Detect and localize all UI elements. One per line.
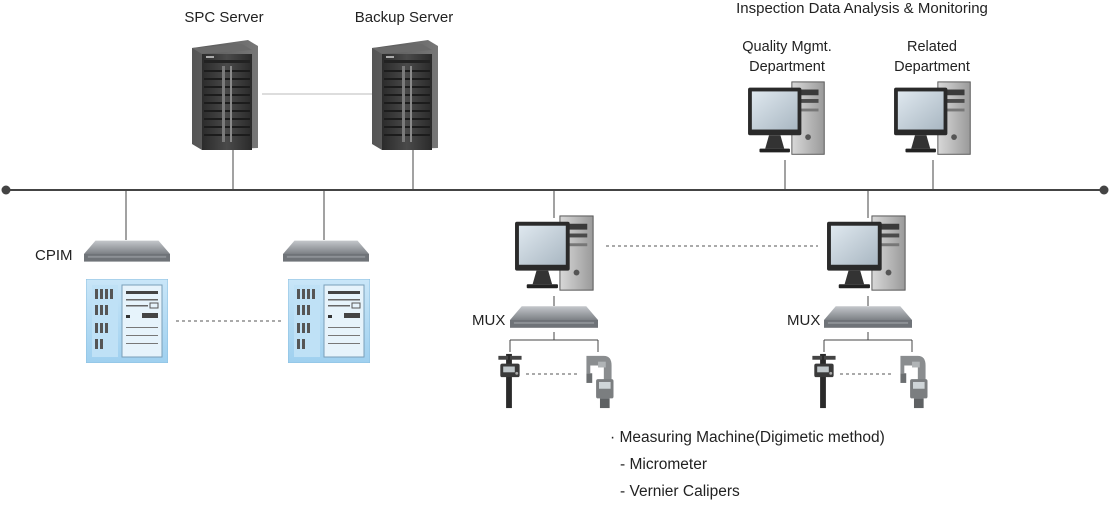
backup-server-label: Backup Server: [354, 9, 454, 26]
measuring-notes: · Measuring Machine(Digimetic method) - …: [610, 424, 885, 505]
cpim-switch-left-icon: [84, 240, 170, 262]
quality-dept-label-line2: Department: [749, 59, 825, 75]
mux-left-label: MUX: [472, 312, 506, 329]
spc-server-label: SPC Server: [184, 9, 264, 26]
backup-server-icon: [372, 40, 438, 150]
station-pc-left-icon: [514, 215, 594, 291]
quality-dept-pc-icon: [747, 81, 825, 155]
inspection-title: Inspection Data Analysis & Monitoring: [736, 0, 988, 17]
vernier-note: - Vernier Calipers: [620, 483, 740, 500]
related-dept-label-line1: Related: [907, 39, 957, 55]
cpim-cabinet-left-icon: [86, 279, 168, 363]
network-diagram: [1, 40, 1109, 409]
mux-right-icon: [824, 306, 912, 328]
micrometer-left-icon: [586, 355, 614, 409]
dashed-links: [176, 245, 892, 375]
related-dept-pc-icon: [893, 81, 971, 155]
related-dept-label-line2: Department: [894, 59, 970, 75]
quality-dept-label-line1: Quality Mgmt.: [742, 39, 832, 55]
cpim-label: CPIM: [35, 247, 73, 264]
measuring-machine-note: · Measuring Machine(Digimetic method): [610, 429, 885, 446]
spc-server-icon: [192, 40, 258, 150]
micrometer-note: - Micrometer: [620, 456, 707, 473]
cpim-cabinet-right-icon: [288, 279, 370, 363]
mux-right-label: MUX: [787, 312, 821, 329]
vernier-caliper-right-icon: [812, 353, 836, 409]
network-bus: [1, 185, 1109, 195]
connection-lines: [125, 93, 934, 352]
station-pc-right-icon: [826, 215, 906, 291]
micrometer-right-icon: [900, 355, 928, 409]
mux-left-icon: [510, 306, 598, 328]
vernier-caliper-left-icon: [498, 353, 522, 409]
cpim-switch-right-icon: [283, 240, 369, 262]
